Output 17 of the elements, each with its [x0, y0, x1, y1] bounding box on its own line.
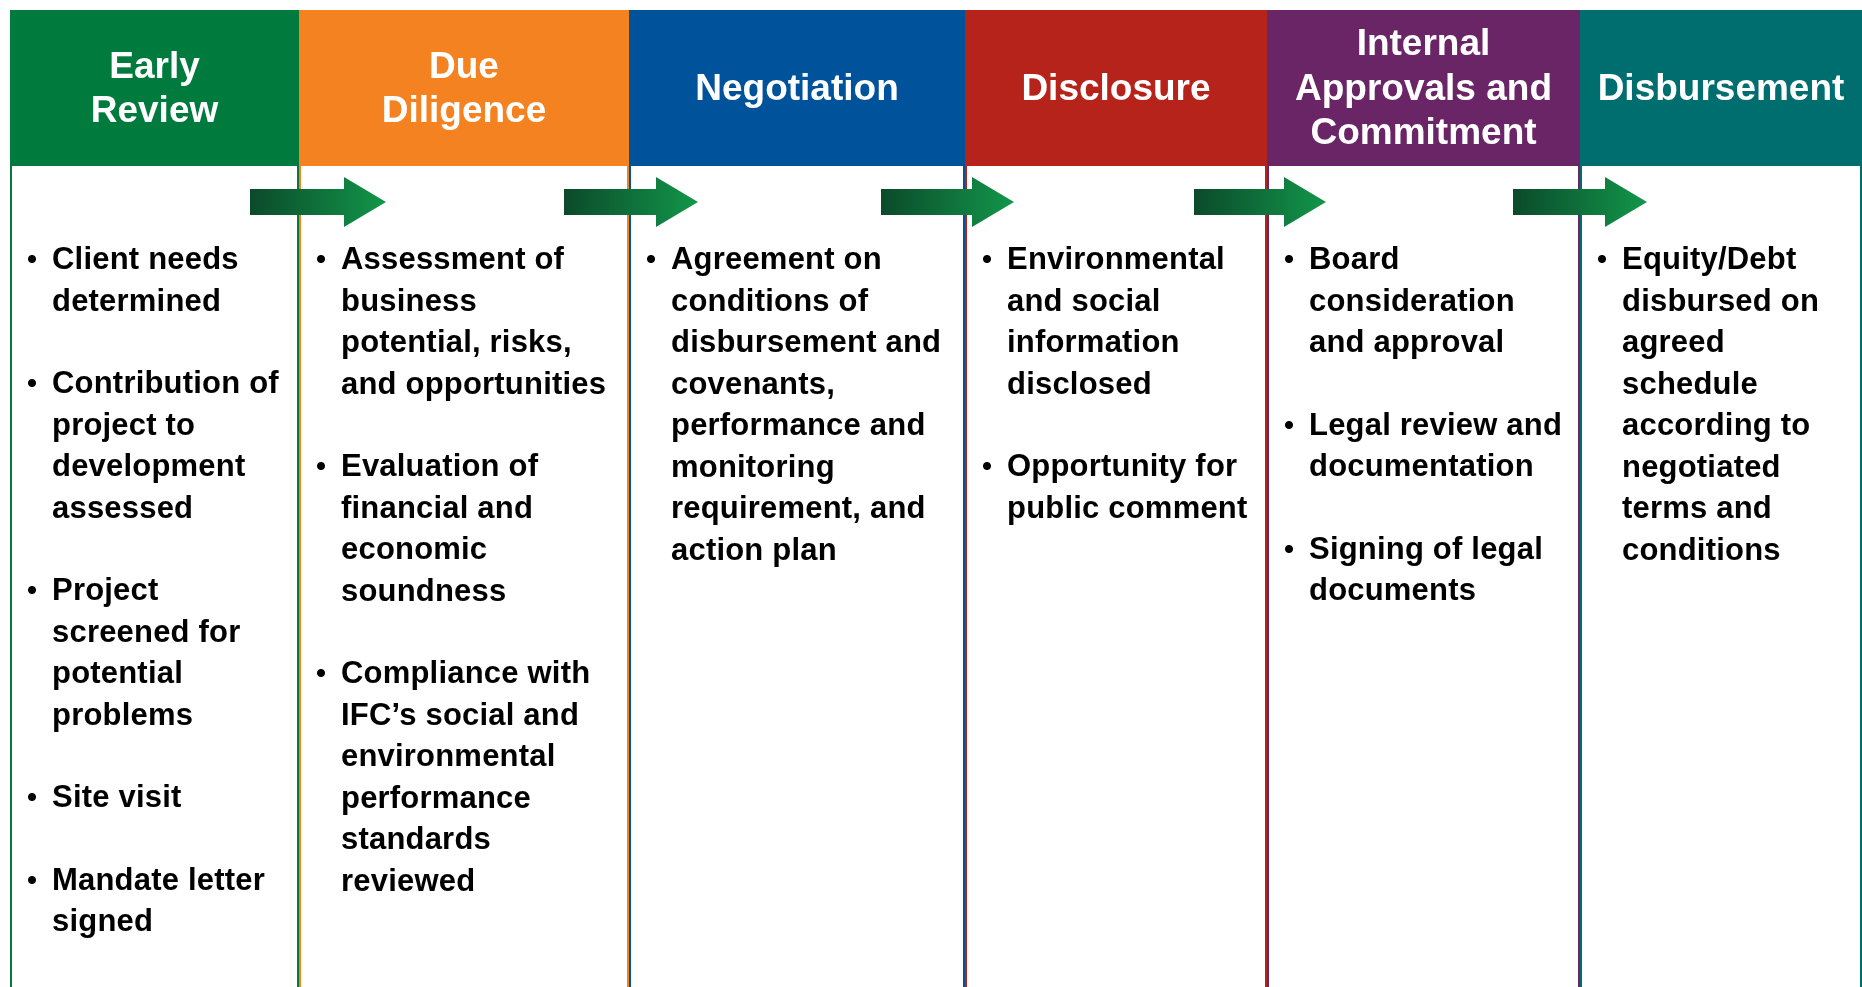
stage-column [629, 10, 965, 987]
stage-column [1267, 10, 1580, 987]
stage-header: Internal Approvals and Commitment [1269, 10, 1578, 166]
stage-column [1580, 10, 1862, 987]
stage-column [299, 10, 629, 987]
stage-header: Due Diligence [301, 10, 627, 166]
stage-header: Disbursement [1582, 10, 1860, 166]
arrow [881, 177, 1014, 227]
stage-header: Disclosure [967, 10, 1265, 166]
arrow [1194, 177, 1326, 227]
arrow [1513, 177, 1647, 227]
stage-column [965, 10, 1267, 987]
stage-column [10, 10, 299, 987]
stage-header: Negotiation [631, 10, 963, 166]
arrow [250, 177, 386, 227]
arrow [564, 177, 698, 227]
stage-header: Early Review [12, 10, 297, 166]
